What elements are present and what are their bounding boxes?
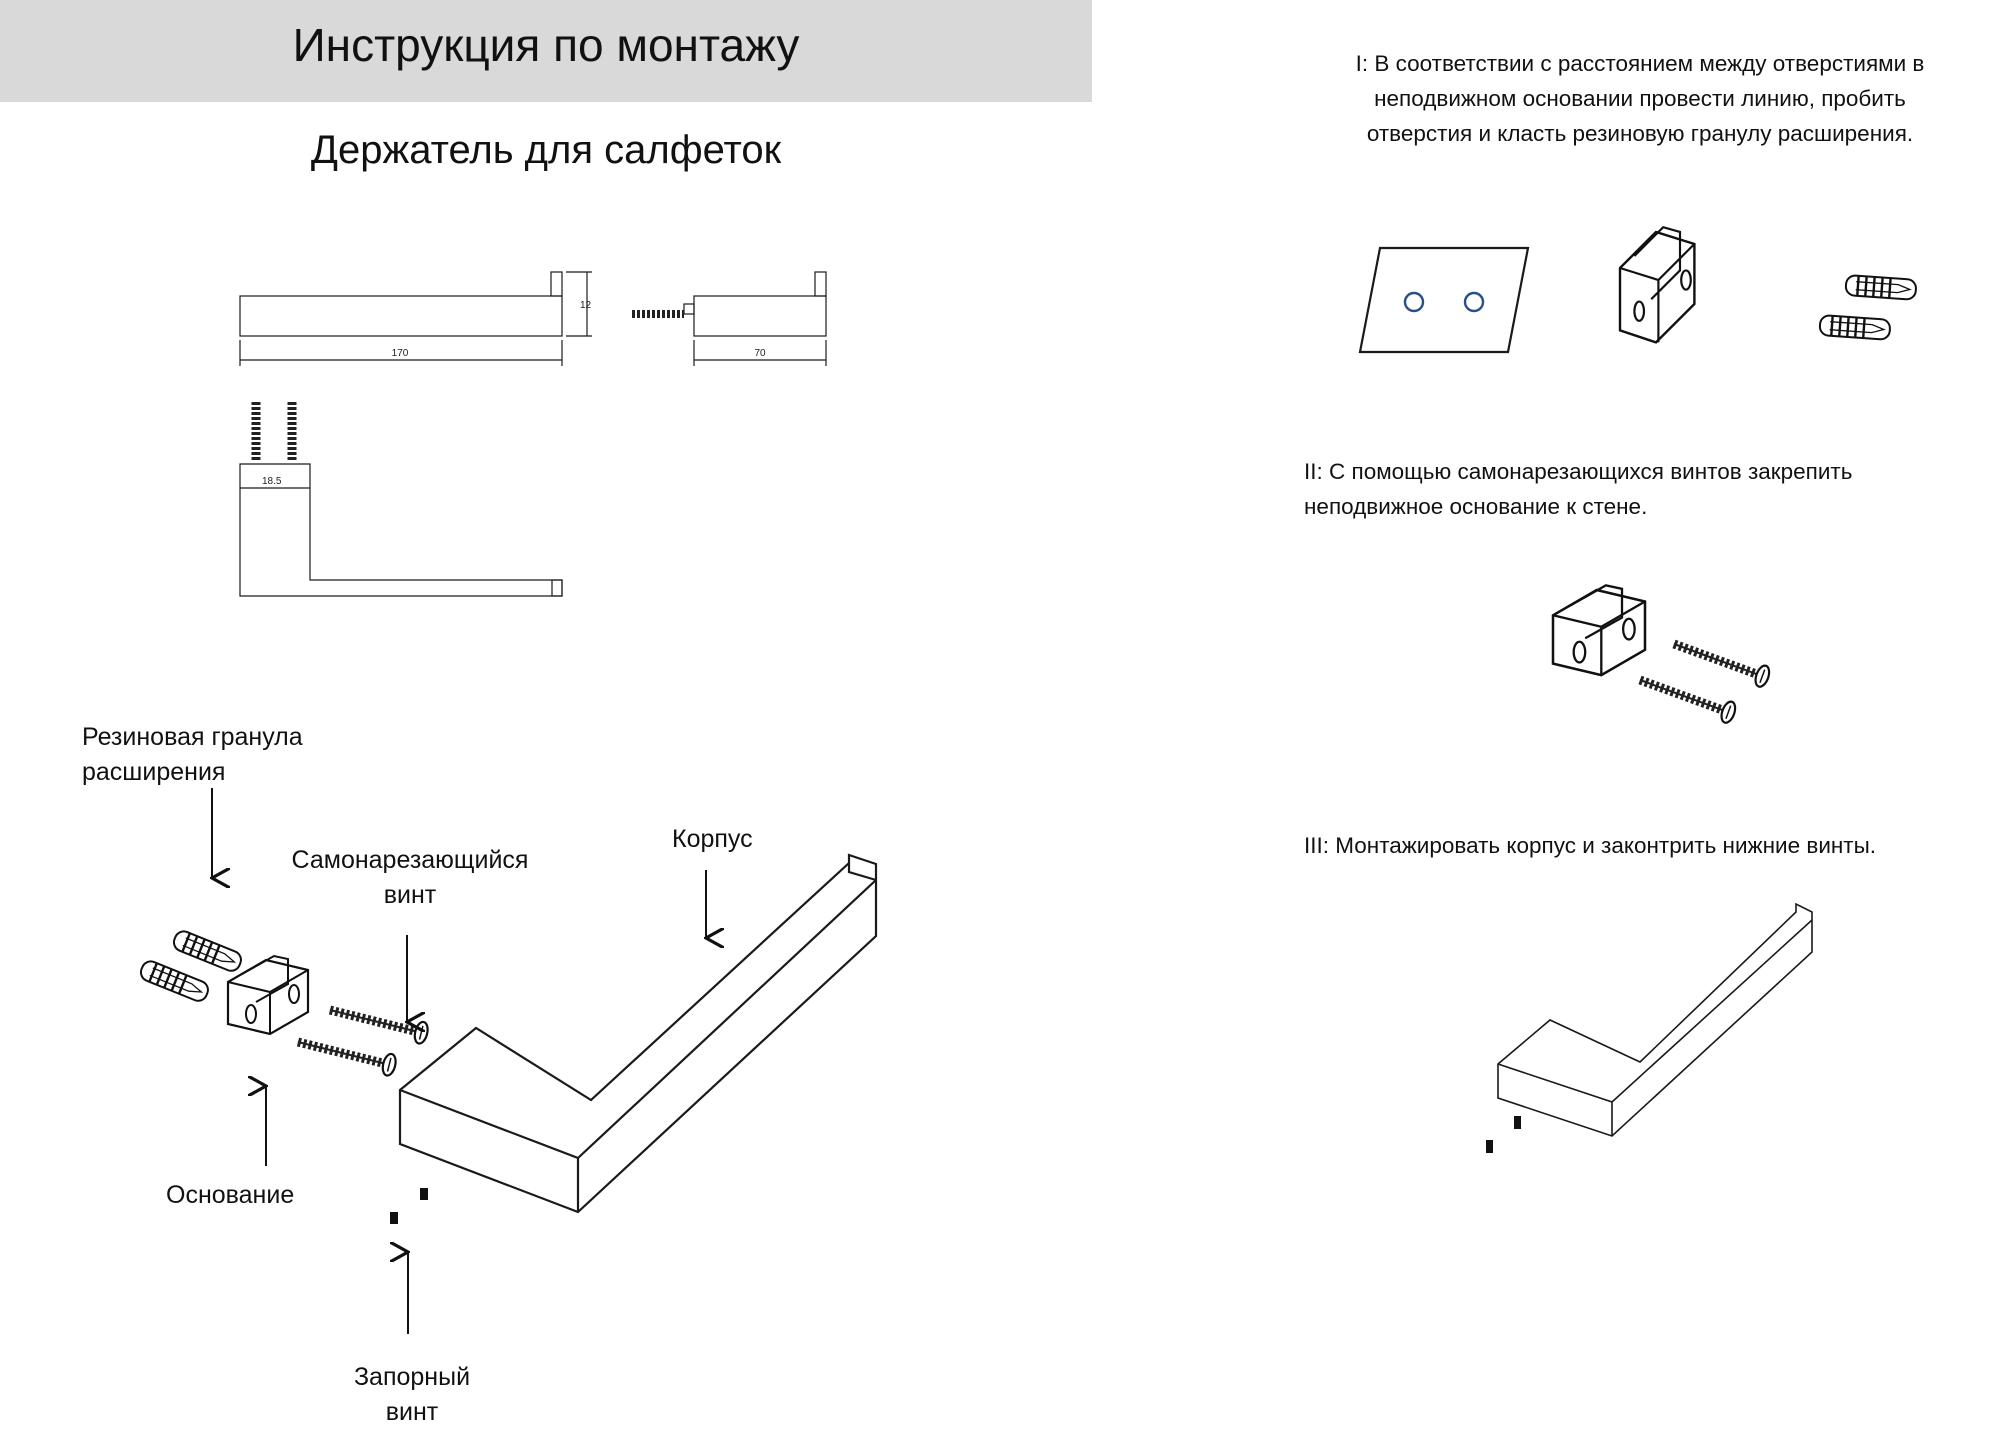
step-2-text: II: С помощью самонарезающихся винтов за… xyxy=(1304,459,1853,519)
dim-length: 170 xyxy=(392,348,409,359)
dim-spacing: 18.5 xyxy=(262,476,282,487)
dim-height: 12 xyxy=(580,300,592,311)
step-2-illustration xyxy=(1551,584,1772,724)
step-3-text: III: Монтажировать корпус и законтрить н… xyxy=(1304,833,1877,858)
hole-circle xyxy=(1463,291,1485,313)
product-title: Держатель для салфеток xyxy=(310,128,782,172)
page-title: Инструкция по монтажу xyxy=(292,19,800,71)
hole-circle xyxy=(1403,291,1425,313)
label-body: Корпус xyxy=(672,825,753,853)
exploded-view xyxy=(137,853,878,1224)
header-bar xyxy=(0,0,1092,102)
front-view-drawing: 170 12 xyxy=(239,271,592,366)
dim-depth: 70 xyxy=(754,348,766,359)
label-screw: Самонарезающийся винт xyxy=(291,846,529,909)
label-rubber-plug: Резиновая гранула расширения xyxy=(82,723,303,786)
side-view-drawing: 70 xyxy=(632,271,827,366)
step-1-illustration xyxy=(1358,225,1918,354)
step-1-text: I: В соответствии с расстоянием между от… xyxy=(1355,51,1925,146)
top-view-drawing: 18.5 xyxy=(239,402,563,597)
label-lock-screw: Запорный винт xyxy=(353,1363,471,1426)
step-3-illustration xyxy=(1486,902,1813,1153)
label-base: Основание xyxy=(166,1181,295,1209)
